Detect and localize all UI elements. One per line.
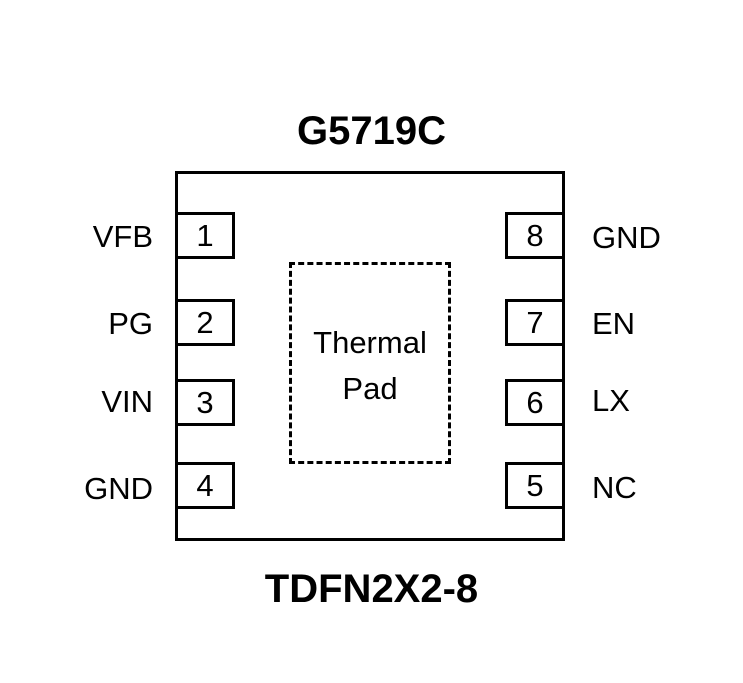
pin-3-label: VIN [101, 384, 153, 419]
pin-8-number: 8 [526, 217, 544, 253]
pin-8-label: GND [592, 220, 661, 255]
pin-1-pad: 1 [175, 212, 235, 259]
thermal-pad-label-line1: Thermal [313, 325, 427, 360]
pin-6-label: LX [592, 383, 630, 418]
pin-3-pad: 3 [175, 379, 235, 426]
thermal-pad-label-line2: Pad [342, 371, 398, 406]
pin-2-number: 2 [196, 304, 214, 340]
pin-7-label: EN [592, 306, 636, 341]
pin-5-number: 5 [526, 467, 544, 503]
pin-6-number: 6 [526, 384, 544, 420]
pin-4-pad: 4 [175, 462, 235, 509]
pin-4-number: 4 [196, 467, 214, 503]
pin-4-label: GND [84, 471, 153, 506]
chip-title: G5719C [297, 109, 446, 153]
pin-5-label: NC [592, 470, 637, 505]
pin-3-number: 3 [196, 384, 214, 420]
pin-2-pad: 2 [175, 299, 235, 346]
pin-1-label: VFB [92, 219, 153, 254]
pin-5-pad: 5 [505, 462, 565, 509]
pin-7-pad: 7 [505, 299, 565, 346]
package-body [175, 171, 565, 541]
pin-7-number: 7 [526, 304, 544, 340]
pin-6-pad: 6 [505, 379, 565, 426]
thermal-pad: Thermal Pad [289, 262, 451, 464]
package-title: TDFN2X2-8 [264, 567, 479, 611]
pin-1-number: 1 [196, 217, 214, 253]
pin-8-pad: 8 [505, 212, 565, 259]
pin-2-label: PG [108, 306, 153, 341]
